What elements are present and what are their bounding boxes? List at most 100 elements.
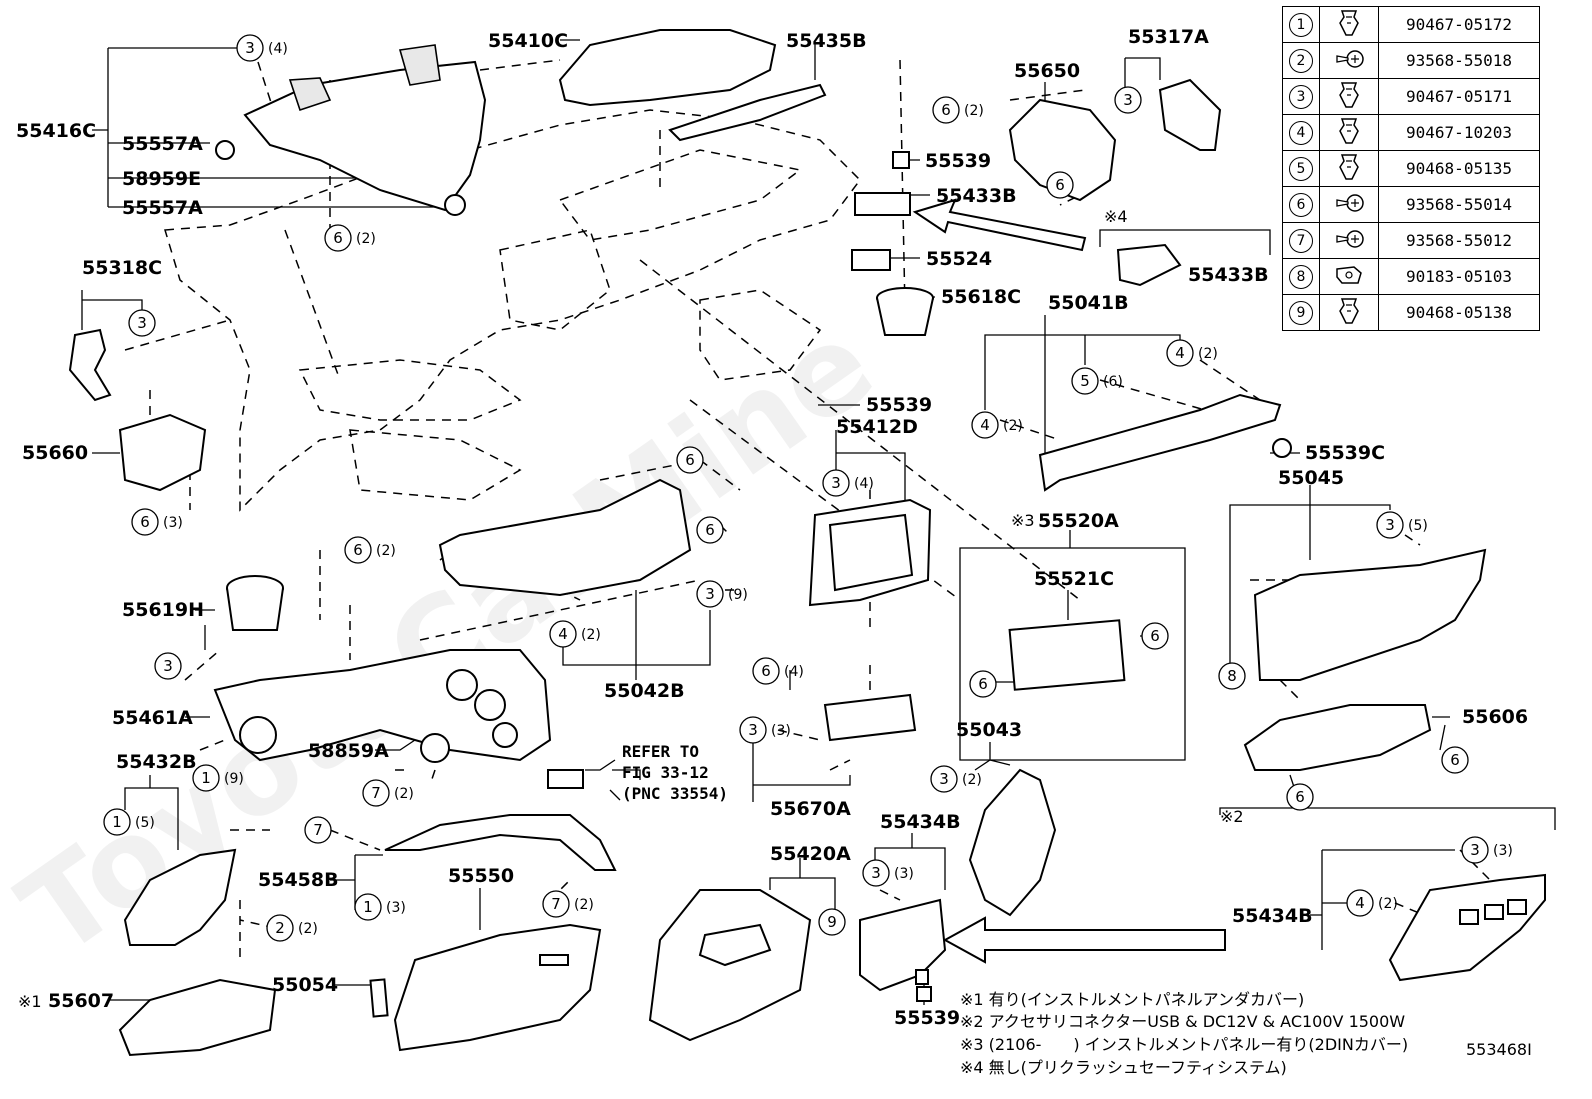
part-55412D: 55412D: [836, 416, 918, 438]
part-shape-55410C: [558, 29, 777, 107]
callout-labels: (4) (2) (2) (3) (2) (4) (2) (6) (2) (5) …: [135, 41, 1513, 937]
part-55435B: 55435B: [786, 30, 867, 52]
callout-6-2b: (2): [964, 103, 984, 119]
svg-text:6: 6: [978, 675, 988, 693]
part-55041B: 55041B: [1048, 292, 1129, 314]
legend-number: 4: [1282, 114, 1320, 151]
svg-text:6: 6: [333, 229, 343, 247]
part-55539C: 55539C: [1305, 442, 1385, 464]
svg-text:1: 1: [112, 813, 122, 831]
part-shape-55650: [1008, 98, 1117, 202]
part-55539-1: 55539: [925, 150, 991, 172]
callout-7-2b: (2): [574, 897, 594, 913]
svg-text:6: 6: [761, 662, 771, 680]
part-shape-55660: [118, 413, 207, 492]
svg-text:6: 6: [941, 101, 951, 119]
part-55606: 55606: [1462, 706, 1528, 728]
arrow-to-55433B: [912, 198, 1087, 252]
part-shape-55318C: [68, 328, 112, 402]
legend-number-circle: 5: [1289, 156, 1313, 181]
svg-text:3: 3: [748, 721, 758, 739]
legend-number: 5: [1282, 150, 1320, 187]
part-55458B: 55458B: [258, 869, 339, 891]
svg-text:4: 4: [980, 416, 990, 434]
mark-4: ※4: [1104, 207, 1128, 226]
part-shape-58859A: [420, 733, 450, 763]
part-55619H: 55619H: [122, 599, 204, 621]
callout-6-4: (4): [784, 664, 804, 680]
part-55434B-1: 55434B: [880, 811, 961, 833]
svg-text:4: 4: [1175, 344, 1185, 362]
part-shape-55434B-1: [859, 898, 947, 992]
footnotes: ※1 有り(インストルメントパネルアンダカバー) ※2 アクセサリコネクターUS…: [960, 990, 1532, 1077]
part-55650: 55650: [1014, 60, 1080, 82]
callout-3-3b: (3): [894, 866, 914, 882]
svg-text:5: 5: [1080, 372, 1090, 390]
legend-row: 7 93568-55012: [1282, 222, 1540, 259]
legend-part-number: 90468-05138: [1378, 294, 1540, 331]
svg-text:4: 4: [558, 625, 568, 643]
legend-number-circle: 3: [1289, 84, 1313, 109]
svg-text:6: 6: [353, 541, 363, 559]
footnote-4: ※4 無し(プリクラッシュセーフティシステム): [960, 1058, 1287, 1077]
svg-text:6: 6: [1150, 627, 1160, 645]
part-55420A: 55420A: [770, 843, 851, 865]
legend-part-number: 93568-55012: [1378, 222, 1540, 259]
part-55410C: 55410C: [488, 30, 568, 52]
svg-text:3: 3: [137, 314, 147, 332]
part-55660: 55660: [22, 442, 88, 464]
svg-text:6: 6: [705, 521, 715, 539]
figure-code: 553468I: [1466, 1040, 1532, 1059]
part-shape-55432B: [123, 848, 237, 946]
part-shape-55054: [369, 978, 389, 1018]
part-numbers: 55416C 55557A 58959E 55557A 55410C 55435…: [16, 26, 1528, 1029]
legend-row: 4 90467-10203: [1282, 114, 1540, 151]
legend-number: 9: [1282, 294, 1320, 331]
svg-text:6: 6: [1295, 788, 1305, 806]
part-shape-55416C: [243, 60, 487, 212]
legend-part-number: 93568-55018: [1378, 42, 1540, 79]
callout-circles: 3 6 6 6 3 3 4 5 4 6 3 6 6 6 3 3 4 6 6 3 …: [103, 34, 1489, 942]
svg-text:6: 6: [140, 513, 150, 531]
callout-3-3c: (3): [1493, 843, 1513, 859]
arrow-to-55434B: [942, 916, 1226, 964]
callout-3-4a: (4): [268, 41, 288, 57]
callout-3-3a: (3): [771, 723, 791, 739]
screw-icon: [1319, 186, 1379, 223]
callout-6-3: (3): [163, 515, 183, 531]
part-shape-55606: [1243, 704, 1432, 771]
callout-3-2: (2): [962, 772, 982, 788]
clip-icon: [1319, 78, 1379, 115]
legend-number: 7: [1282, 222, 1320, 259]
mark-3: ※3: [1011, 511, 1035, 530]
part-55539-3: 55539: [894, 1007, 960, 1029]
legend-number-circle: 9: [1289, 300, 1313, 325]
svg-text:3: 3: [831, 474, 841, 492]
part-shape-55420A: [648, 889, 812, 1042]
legend-number-circle: 1: [1289, 12, 1313, 37]
legend-part-number: 90467-05171: [1378, 78, 1540, 115]
part-shape-55041B: [1038, 393, 1282, 492]
callout-6-2c: (2): [376, 543, 396, 559]
svg-text:6: 6: [1055, 176, 1065, 194]
clip-icon: [1319, 6, 1379, 43]
part-shape-55670A: [823, 693, 917, 742]
svg-text:2: 2: [275, 919, 285, 937]
svg-text:7: 7: [551, 895, 561, 913]
legend-part-number: 90467-10203: [1378, 114, 1540, 151]
mark-2: ※2: [1220, 807, 1244, 826]
legend-part-number: 93568-55014: [1378, 186, 1540, 223]
part-55042B: 55042B: [604, 680, 685, 702]
callout-6-2a: (2): [356, 231, 376, 247]
part-55607: 55607: [48, 990, 114, 1012]
clip-icon: [1319, 114, 1379, 151]
part-shape-55042B: [438, 478, 692, 597]
legend-number-circle: 7: [1289, 228, 1313, 253]
part-55618C: 55618C: [941, 286, 1021, 308]
footnote-1: ※1 有り(インストルメントパネルアンダカバー): [960, 990, 1304, 1009]
part-55416C: 55416C: [16, 120, 96, 142]
callout-4-2a: (2): [1198, 346, 1218, 362]
part-shape-55045: [1253, 548, 1487, 681]
